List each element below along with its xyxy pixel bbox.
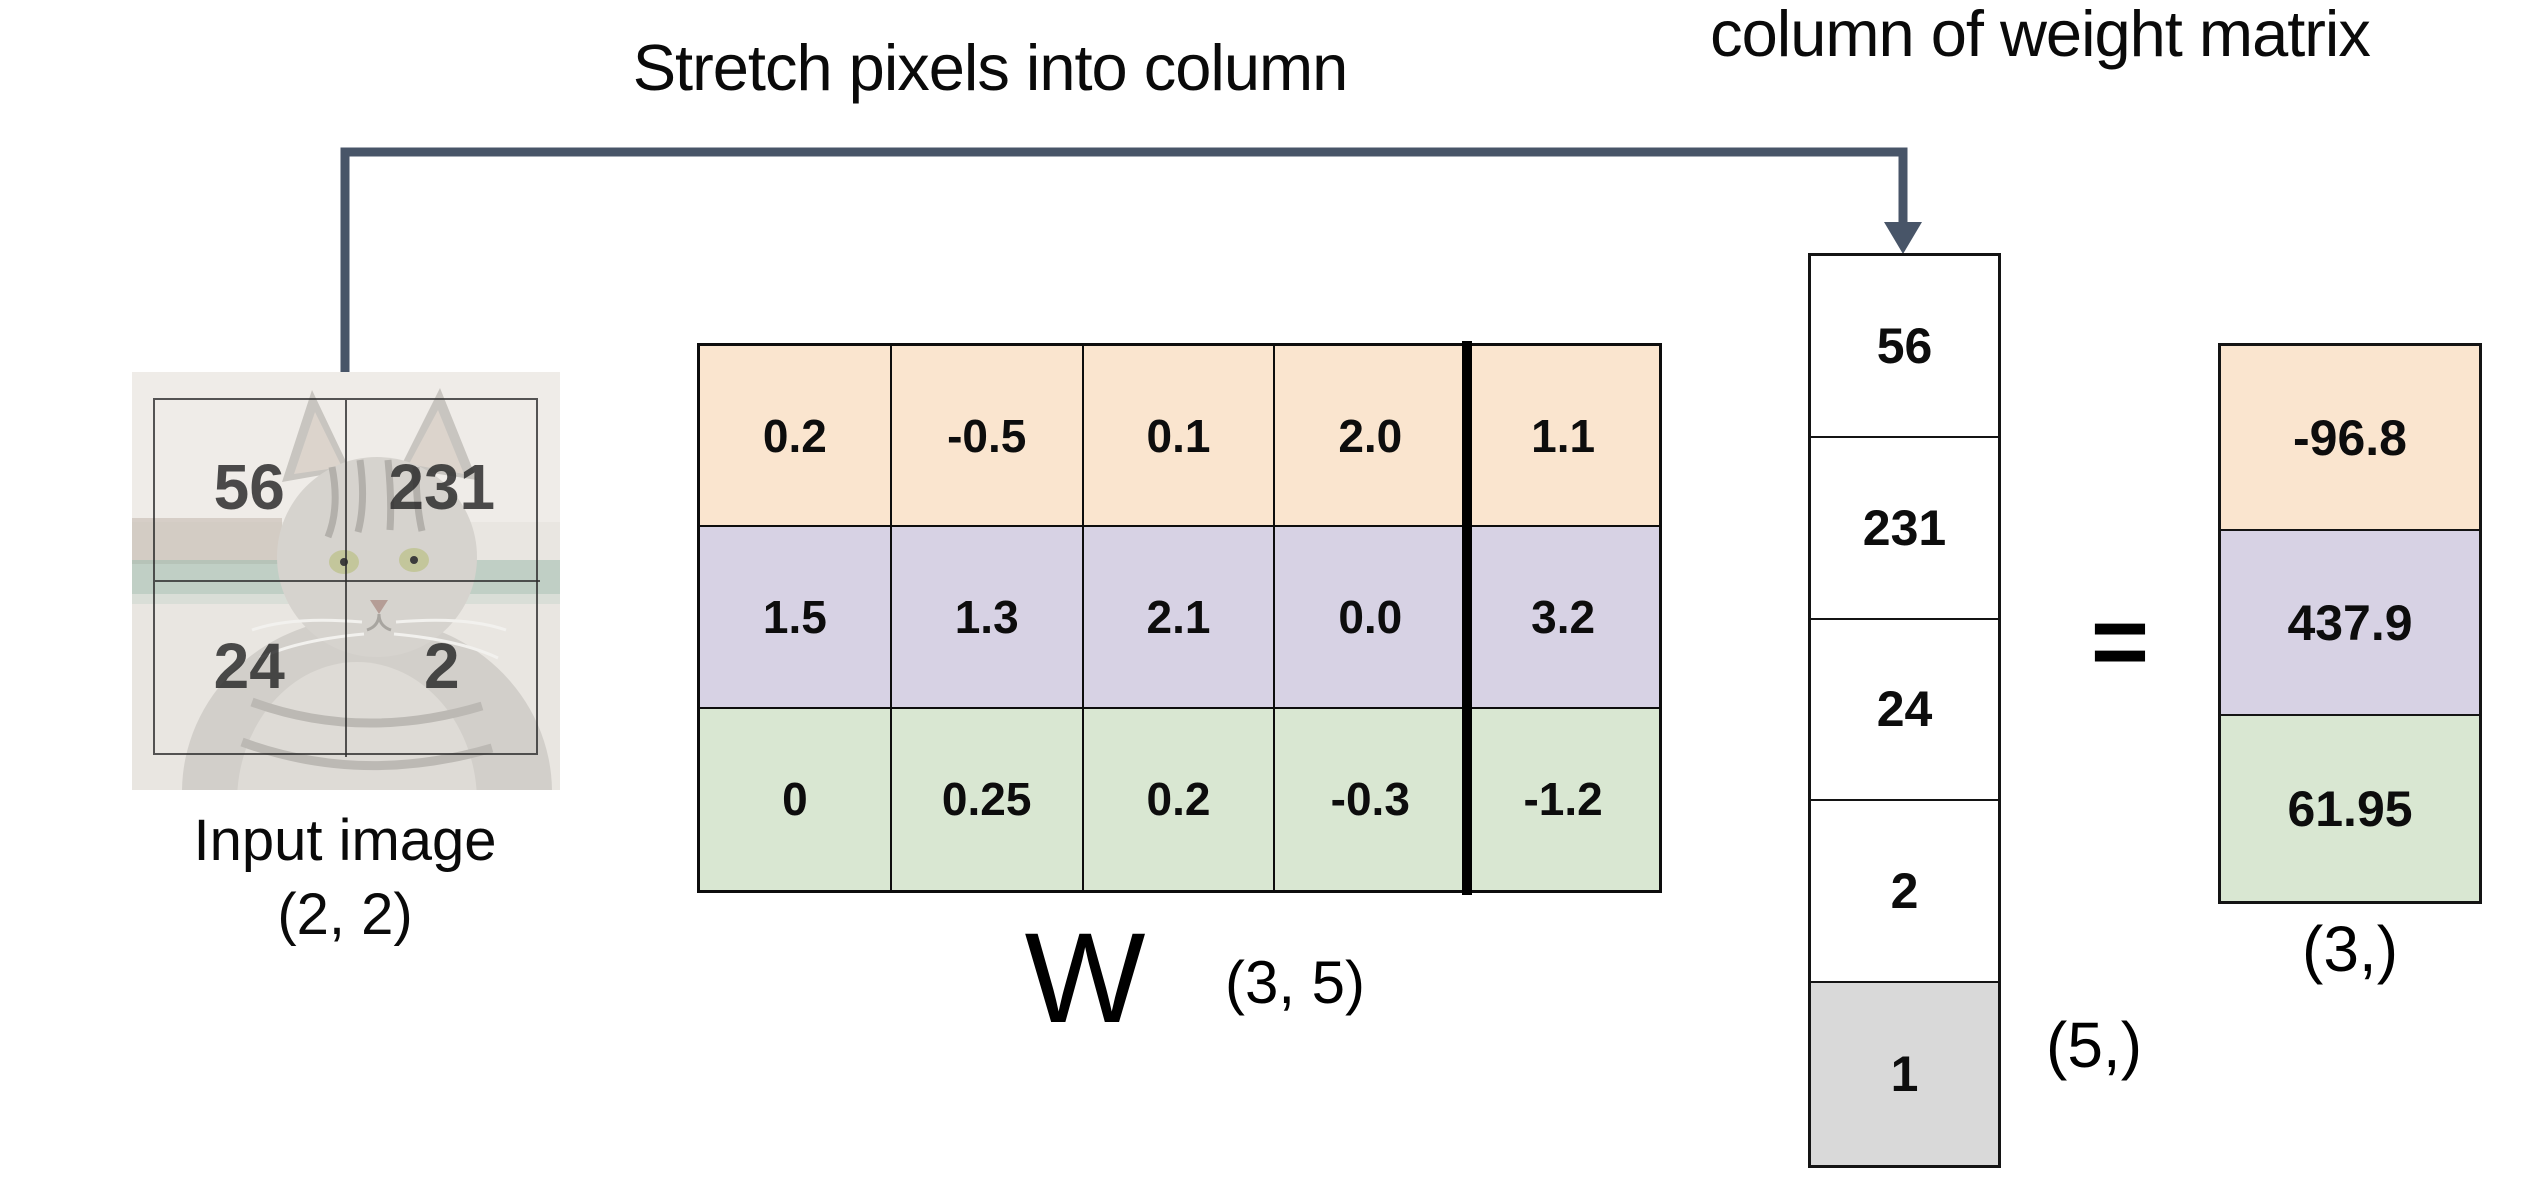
- weight-matrix-cell: 2.1: [1083, 527, 1276, 709]
- stretch-pixels-label: Stretch pixels into column: [632, 31, 1349, 104]
- input-column-cell: 231: [1811, 437, 1998, 620]
- bias-separator-line: [1462, 341, 1472, 895]
- result-vector-shape: (3,): [2302, 913, 2398, 985]
- input-column-cell: 56: [1811, 256, 1998, 438]
- weight-matrix-cell: 0.0: [1275, 527, 1468, 709]
- pixel-value: 56: [213, 451, 285, 524]
- weight-matrix-label: W: [1024, 907, 1146, 1050]
- weight-matrix-cell: 1.1: [1467, 346, 1659, 528]
- weight-matrix-cell: 0.25: [891, 708, 1084, 890]
- weight-matrix-cell: 0: [700, 708, 892, 890]
- weight-matrix-cell: 1.3: [891, 527, 1084, 709]
- weight-matrix-cell: -0.5: [891, 346, 1084, 528]
- pixel-grid-overlay: [153, 398, 540, 757]
- result-vector-cell: 437.9: [2221, 531, 2479, 716]
- grid-line-vertical: [345, 400, 347, 757]
- weight-matrix-cell: 0.2: [700, 346, 892, 528]
- grid-line-horizontal: [155, 580, 540, 582]
- weight-matrix-shape: (3, 5): [1224, 949, 1366, 1016]
- input-column-shape: (5,): [2046, 1009, 2142, 1081]
- input-image-caption: Input image (2, 2): [95, 804, 595, 952]
- equals-sign: =: [2090, 586, 2150, 698]
- input-column-cell: 2: [1811, 801, 1998, 984]
- weight-matrix-cell: 3.2: [1467, 527, 1659, 709]
- weight-matrix-cell: -1.2: [1467, 708, 1659, 890]
- weight-matrix-cell: -0.3: [1275, 708, 1468, 890]
- weight-matrix-cell: 2.0: [1275, 346, 1468, 528]
- input-column-cell: 1: [1811, 983, 1998, 1165]
- pixel-value: 24: [213, 629, 285, 702]
- weight-matrix-cell: 0.2: [1083, 708, 1276, 890]
- input-image-caption-line1: Input image: [193, 808, 497, 873]
- connector-line: [340, 147, 1908, 373]
- weight-matrix-cell: 1.5: [700, 527, 892, 709]
- input-column-cell: 24: [1811, 619, 1998, 802]
- pixel-value: 231: [388, 451, 496, 524]
- pixel-values: 56 231 24 2: [153, 398, 538, 755]
- weight-matrix-cell: 0.1: [1083, 346, 1276, 528]
- weight-column-label: column of weight matrix: [1710, 0, 2371, 70]
- input-image: 56 231 24 2: [132, 372, 560, 790]
- result-vector-cell: -96.8: [2221, 346, 2479, 531]
- arrowhead-icon: [1884, 222, 1922, 254]
- pixel-value: 2: [423, 629, 460, 702]
- input-image-caption-line2: (2, 2): [277, 882, 413, 947]
- result-vector-cell: 61.95: [2221, 716, 2479, 901]
